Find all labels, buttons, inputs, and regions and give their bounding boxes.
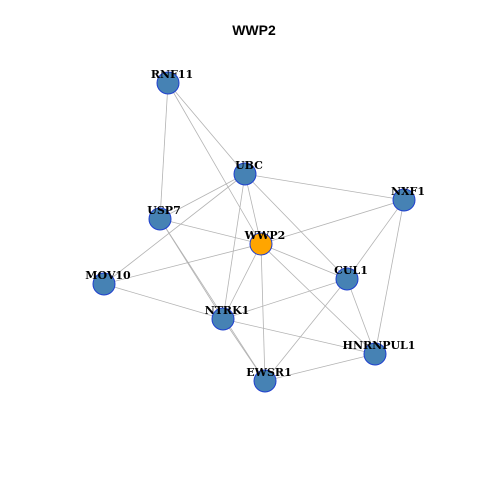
node-ntrk1 (211, 307, 235, 331)
node-ubc (233, 162, 257, 186)
edge-nxf1-hnrnpul1 (374, 199, 405, 355)
node-hnrnpul1 (363, 342, 387, 366)
node-usp7 (148, 207, 172, 231)
node-cul1 (335, 267, 359, 291)
edge-rnf11-ubc (167, 82, 246, 175)
node-label-usp7: USP7 (147, 204, 180, 217)
diagram-title: WWP2 (232, 22, 276, 38)
node-layer (92, 71, 416, 393)
node-label-rnf11: RNF11 (151, 68, 193, 81)
edge-wwp2-nxf1 (260, 199, 405, 245)
edge-ntrk1-hnrnpul1 (222, 318, 376, 355)
edge-wwp2-ewsr1 (260, 243, 266, 382)
edge-ubc-usp7 (159, 173, 246, 220)
edge-usp7-ewsr1 (159, 218, 266, 382)
node-label-wwp2: WWP2 (244, 229, 286, 242)
edge-wwp2-cul1 (260, 243, 348, 280)
edge-mov10-ntrk1 (103, 283, 224, 320)
edge-wwp2-ntrk1 (222, 243, 262, 320)
node-wwp2 (249, 232, 273, 256)
node-label-ntrk1: NTRK1 (205, 304, 250, 317)
node-label-mov10: MOV10 (85, 269, 131, 282)
edge-nxf1-cul1 (346, 199, 405, 280)
edge-layer (103, 82, 405, 382)
edge-ubc-mov10 (103, 173, 246, 285)
edge-hnrnpul1-ewsr1 (264, 353, 376, 382)
edge-wwp2-hnrnpul1 (260, 243, 376, 355)
edge-ubc-ntrk1 (222, 173, 246, 320)
node-label-nxf1: NXF1 (391, 185, 425, 198)
edge-cul1-ntrk1 (222, 278, 348, 320)
node-label-hnrnpul1: HNRNPUL1 (343, 339, 416, 352)
edge-cul1-ewsr1 (264, 278, 348, 382)
node-label-ubc: UBC (235, 159, 263, 172)
edge-ubc-wwp2 (244, 173, 262, 245)
edge-usp7-wwp2 (159, 218, 262, 245)
node-mov10 (92, 272, 116, 296)
node-label-cul1: CUL1 (334, 264, 368, 277)
edge-ubc-nxf1 (244, 173, 405, 201)
edge-wwp2-mov10 (103, 243, 262, 285)
node-ewsr1 (253, 369, 277, 393)
edge-rnf11-usp7 (159, 82, 169, 220)
edge-ubc-cul1 (244, 173, 348, 280)
edge-cul1-hnrnpul1 (346, 278, 376, 355)
edge-rnf11-wwp2 (167, 82, 262, 245)
node-rnf11 (156, 71, 180, 95)
edge-ntrk1-ewsr1 (222, 318, 266, 382)
node-nxf1 (392, 188, 416, 212)
node-label-ewsr1: EWSR1 (246, 366, 291, 379)
